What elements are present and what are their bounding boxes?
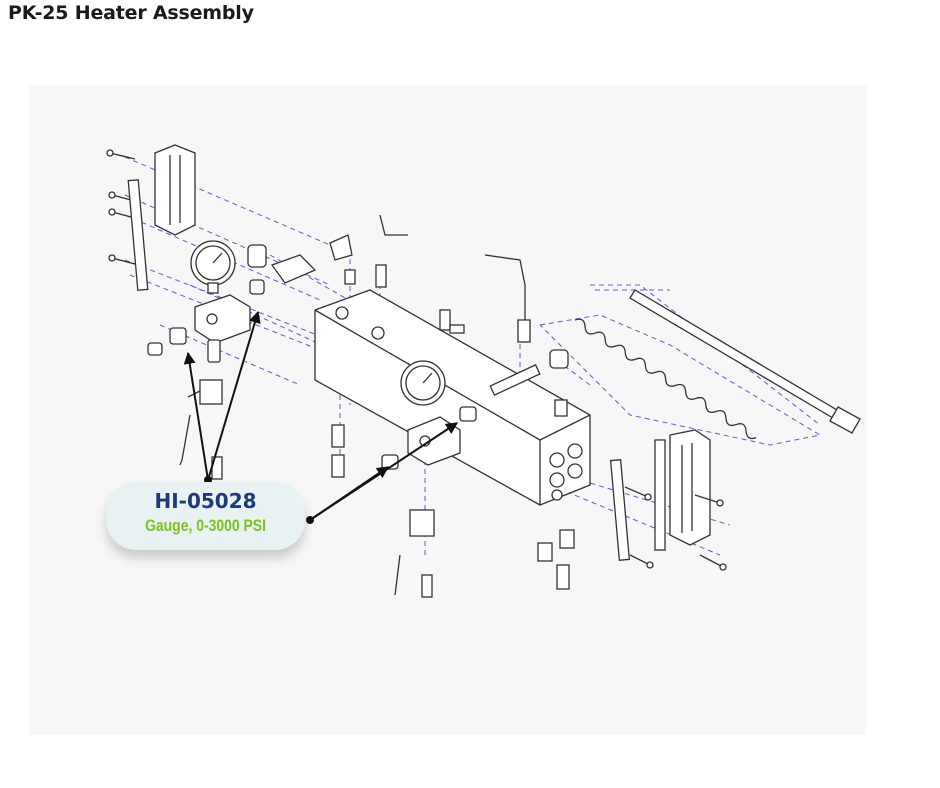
page-title: PK-25 Heater Assembly (8, 2, 254, 24)
part-description: Gauge, 0-3000 PSI (145, 516, 266, 535)
callout-anchor-dot (306, 516, 314, 524)
left-bolts (106, 149, 136, 265)
part-number: HI-05028 (154, 489, 257, 513)
heater-assembly-drawing (106, 144, 861, 598)
exploded-diagram (30, 85, 866, 735)
part-callout: HI-05028 Gauge, 0-3000 PSI (106, 482, 305, 550)
parts-linework (106, 144, 861, 598)
callout-arrows (183, 310, 459, 521)
